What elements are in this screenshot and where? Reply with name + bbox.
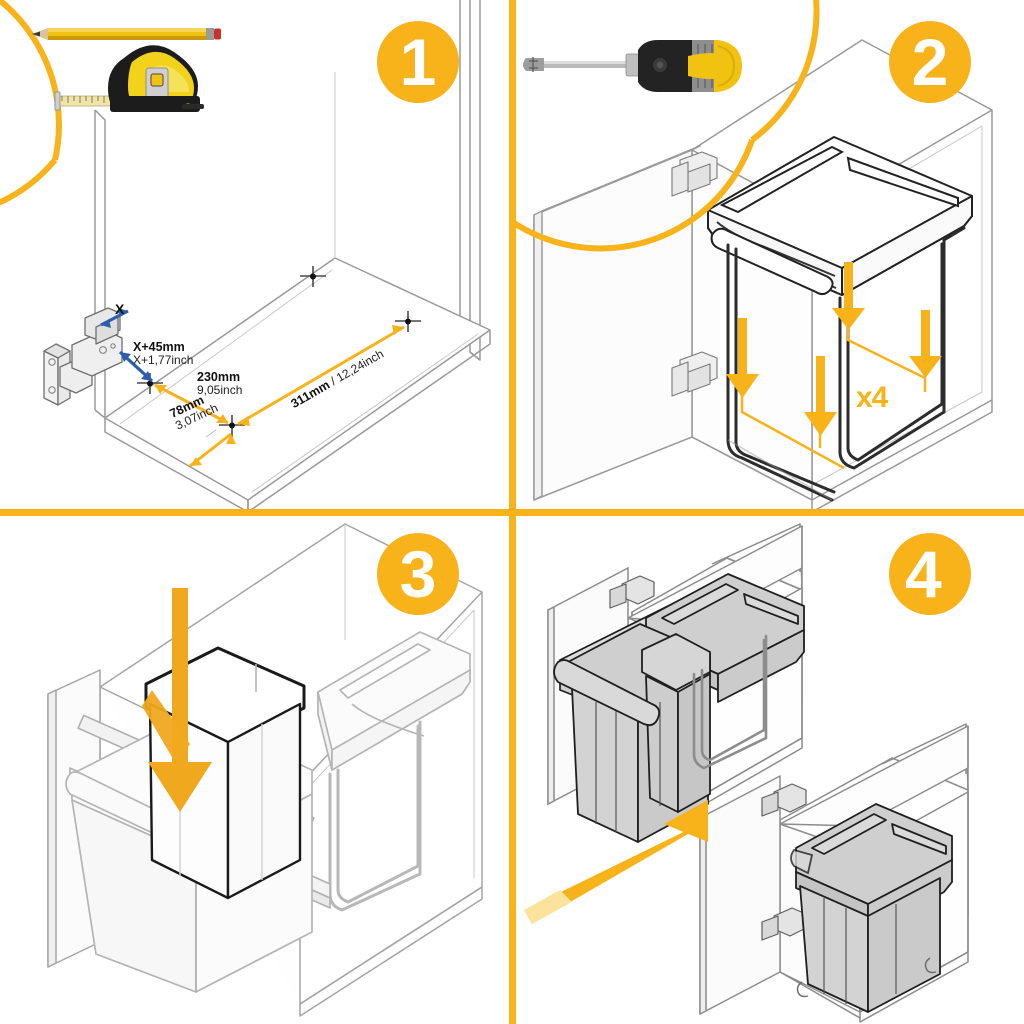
step-number-1: 1: [399, 25, 437, 99]
dimension-label-x45: X+45mm X+1,77inch: [133, 340, 194, 368]
step-panel-4: 4: [512, 512, 1024, 1024]
step3-illustration: [47, 523, 483, 1017]
step1-illustration: [43, 0, 491, 512]
install-arrow: [909, 310, 942, 378]
step-panel-3: 3: [0, 512, 512, 1024]
dimension-mm: 230mm: [197, 370, 241, 384]
dim230-arrow: [154, 383, 229, 425]
dim311-arrow: [237, 325, 405, 426]
step-panel-1: 1 X X+45mm X+1,77inch 230mm 9,05inch 78m…: [0, 0, 512, 512]
dimension-inch: X+1,77inch: [133, 353, 194, 368]
x45-dimension-arrow: [118, 350, 154, 383]
close-motion-arrow: [524, 800, 708, 924]
dimension-mm: X+45mm: [133, 340, 185, 354]
install-arrow: [832, 262, 865, 330]
screwdriver-tool: [523, 40, 742, 92]
dimension-inch: 9,05inch: [197, 383, 243, 398]
step4-illustration: [524, 523, 969, 1023]
tape-measure-tool: [54, 45, 204, 113]
quantity-label-x4: x4: [856, 381, 888, 414]
step-number-badge-1: 1: [377, 21, 459, 103]
step2-illustration: [533, 39, 993, 512]
x-gap-arrow: [100, 308, 129, 328]
step-panel-2: 2 x4: [512, 0, 1024, 512]
tool-callout-2: [512, 0, 820, 252]
hinge-gap-label: X: [115, 301, 125, 317]
tool-callout-1: [0, 0, 62, 206]
step-number-2: 2: [911, 25, 949, 99]
step-number-badge-4: 4: [889, 533, 971, 615]
step-number-badge-2: 2: [889, 21, 971, 103]
install-arrow: [804, 356, 837, 436]
step-number-badge-3: 3: [377, 533, 459, 615]
step-number-4: 4: [905, 537, 942, 611]
install-arrow: [726, 318, 759, 398]
dimension-label-230: 230mm 9,05inch: [197, 370, 243, 398]
pencil-tool: [32, 28, 221, 40]
panel-divider-horizontal: [0, 508, 1024, 516]
step-number-3: 3: [399, 537, 437, 611]
